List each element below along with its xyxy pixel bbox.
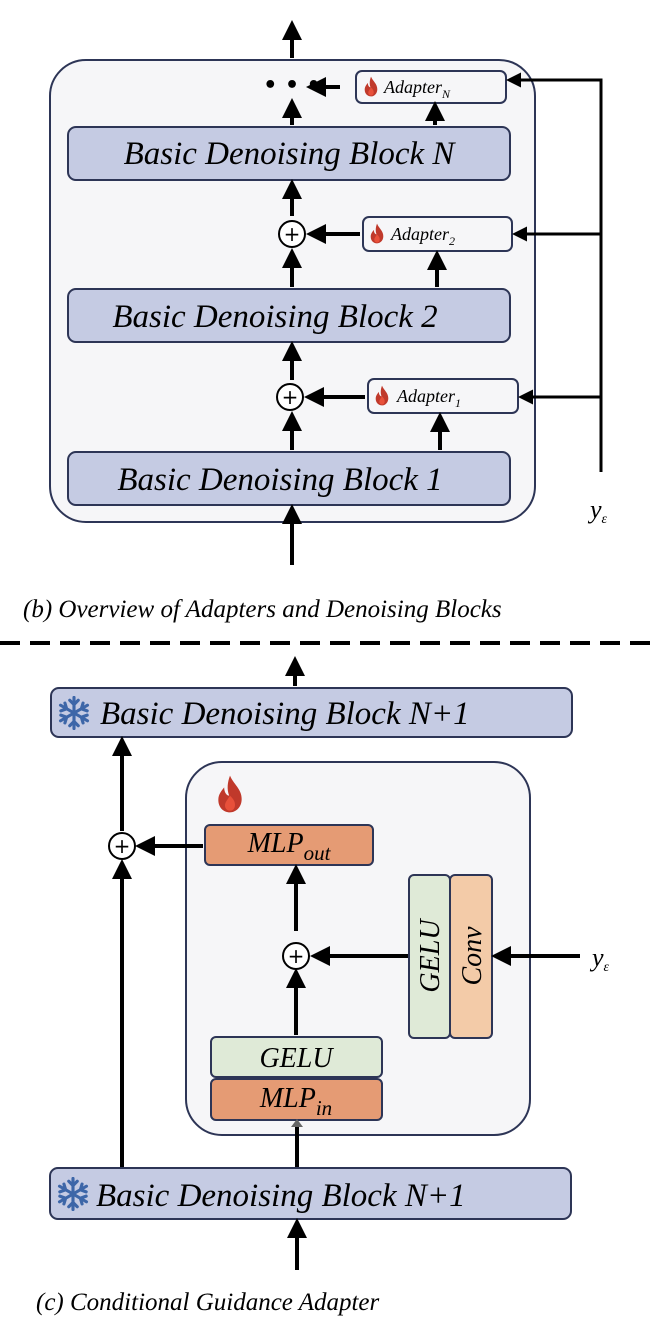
condition-bus — [530, 78, 603, 472]
denoising-block-n1-top-label: Basic Denoising Block N+1 — [100, 696, 470, 732]
condition-y-label-c: yε — [589, 943, 610, 975]
conv-vertical-label: Conv — [457, 926, 488, 986]
mlp-out-label: MLPout — [247, 828, 332, 865]
adapter-1-label: Adapter1 — [396, 386, 461, 410]
denoising-block-2-label: Basic Denoising Block 2 — [112, 299, 437, 335]
plus-sign: + — [284, 222, 301, 246]
plus-sign: + — [288, 944, 305, 968]
plus-sign: + — [282, 385, 299, 409]
caption-c: (c) Conditional Guidance Adapter — [36, 1289, 380, 1316]
adapter-n-label: AdapterN — [383, 77, 451, 101]
gelu-box — [210, 1036, 383, 1078]
plus-sign: + — [114, 834, 131, 858]
denoising-block-n-label: Basic Denoising Block N — [124, 136, 457, 172]
condition-y-label: yε — [587, 495, 608, 527]
mlp-in-label: MLPin — [259, 1083, 332, 1120]
plus-node-1 — [276, 383, 304, 411]
denoising-block-n1-bottom — [49, 1167, 572, 1220]
gelu-vertical-label: GELU — [415, 918, 446, 993]
adapter-2-label: Adapter2 — [390, 224, 455, 248]
gelu-label: GELU — [259, 1043, 334, 1074]
plus-node-2 — [278, 220, 306, 248]
caption-b: (b) Overview of Adapters and Denoising B… — [23, 596, 502, 623]
denoising-block-n1-bottom-label: Basic Denoising Block N+1 — [96, 1178, 466, 1214]
denoising-block-n1-top — [50, 687, 573, 738]
denoising-block-1-label: Basic Denoising Block 1 — [117, 462, 442, 498]
